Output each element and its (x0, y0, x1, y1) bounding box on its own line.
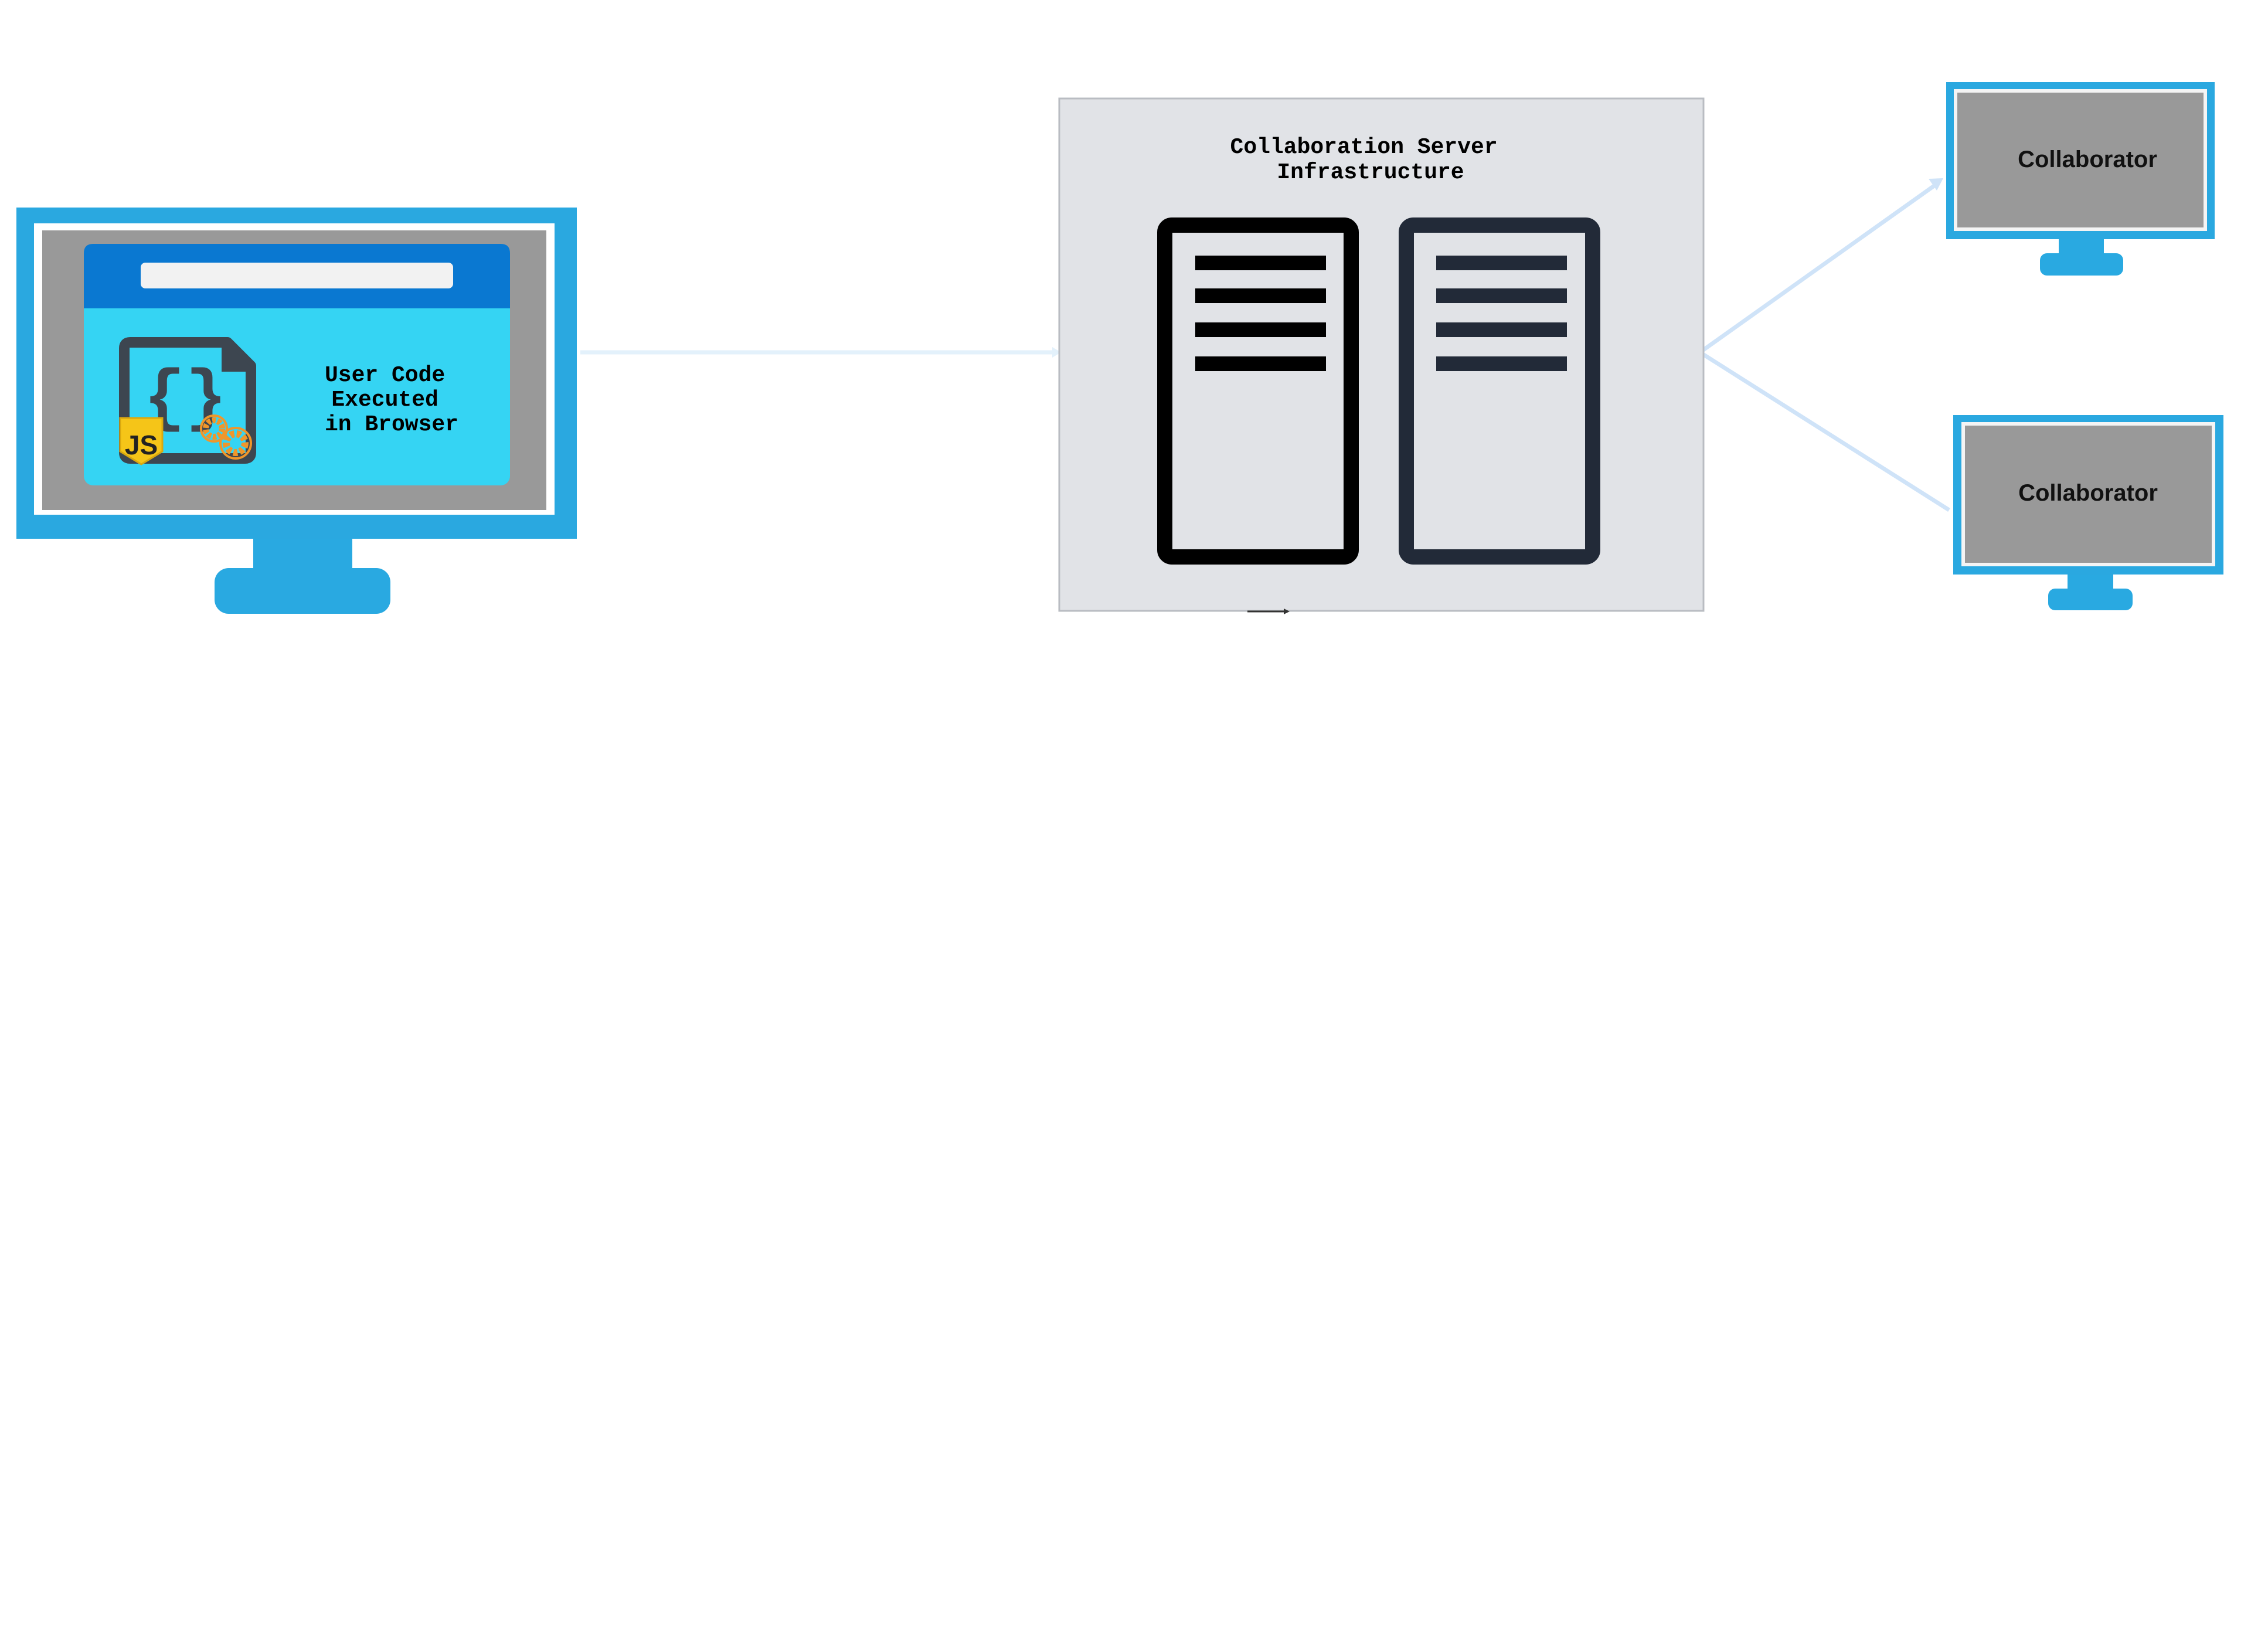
connector-server-to-collaborator-2 (1699, 351, 1950, 512)
browser-window: {} JS User Code Executed in Browser (84, 244, 510, 485)
collaborator-1-label: Collaborator (2018, 147, 2157, 172)
user-monitor-neck (253, 539, 352, 570)
user-code-label-line-1: User Code (325, 363, 445, 388)
user-monitor: {} JS User Code Executed in Browser (16, 208, 577, 614)
js-badge-icon: JS (119, 417, 164, 465)
collaborator-1-screen (1957, 93, 2204, 227)
connector-server-to-collaborator-1-arrowhead (1929, 178, 1943, 191)
server-title-line-2: Infrastructure (1277, 160, 1464, 185)
user-code-label-line-2: Executed (331, 387, 438, 413)
collaborator-2-neck (2068, 575, 2113, 591)
js-badge-label: JS (125, 430, 158, 460)
server-infrastructure: Collaboration Server Infrastructure (1058, 97, 1705, 614)
collaborator-monitor-2: Collaborator (1953, 415, 2223, 610)
user-code-label-line-3: in Browser (325, 412, 458, 437)
gear-icon (200, 414, 252, 460)
server-title-line-1: Collaboration Server (1230, 135, 1498, 160)
connector-user-to-server-arrowhead (1052, 347, 1061, 358)
collaborator-2-screen (1965, 426, 2212, 563)
collaborator-2-base (2048, 589, 2133, 610)
collaborator-2-label: Collaborator (2018, 480, 2158, 506)
user-code-label: User Code Executed in Browser (325, 363, 458, 437)
collaborator-monitor-1: Collaborator (1946, 82, 2215, 276)
connectors (580, 178, 1950, 512)
connector-server-to-collaborator-1 (1698, 182, 1939, 354)
collaborator-1-neck (2059, 239, 2104, 256)
collaborator-1-base (2040, 253, 2123, 276)
user-monitor-base (215, 568, 390, 614)
server-icon (1157, 217, 1359, 565)
browser-address-bar (141, 263, 453, 288)
server-icon (1399, 217, 1600, 565)
server-title: Collaboration Server Infrastructure (1230, 135, 1511, 185)
small-arrow-marker (1247, 609, 1290, 614)
